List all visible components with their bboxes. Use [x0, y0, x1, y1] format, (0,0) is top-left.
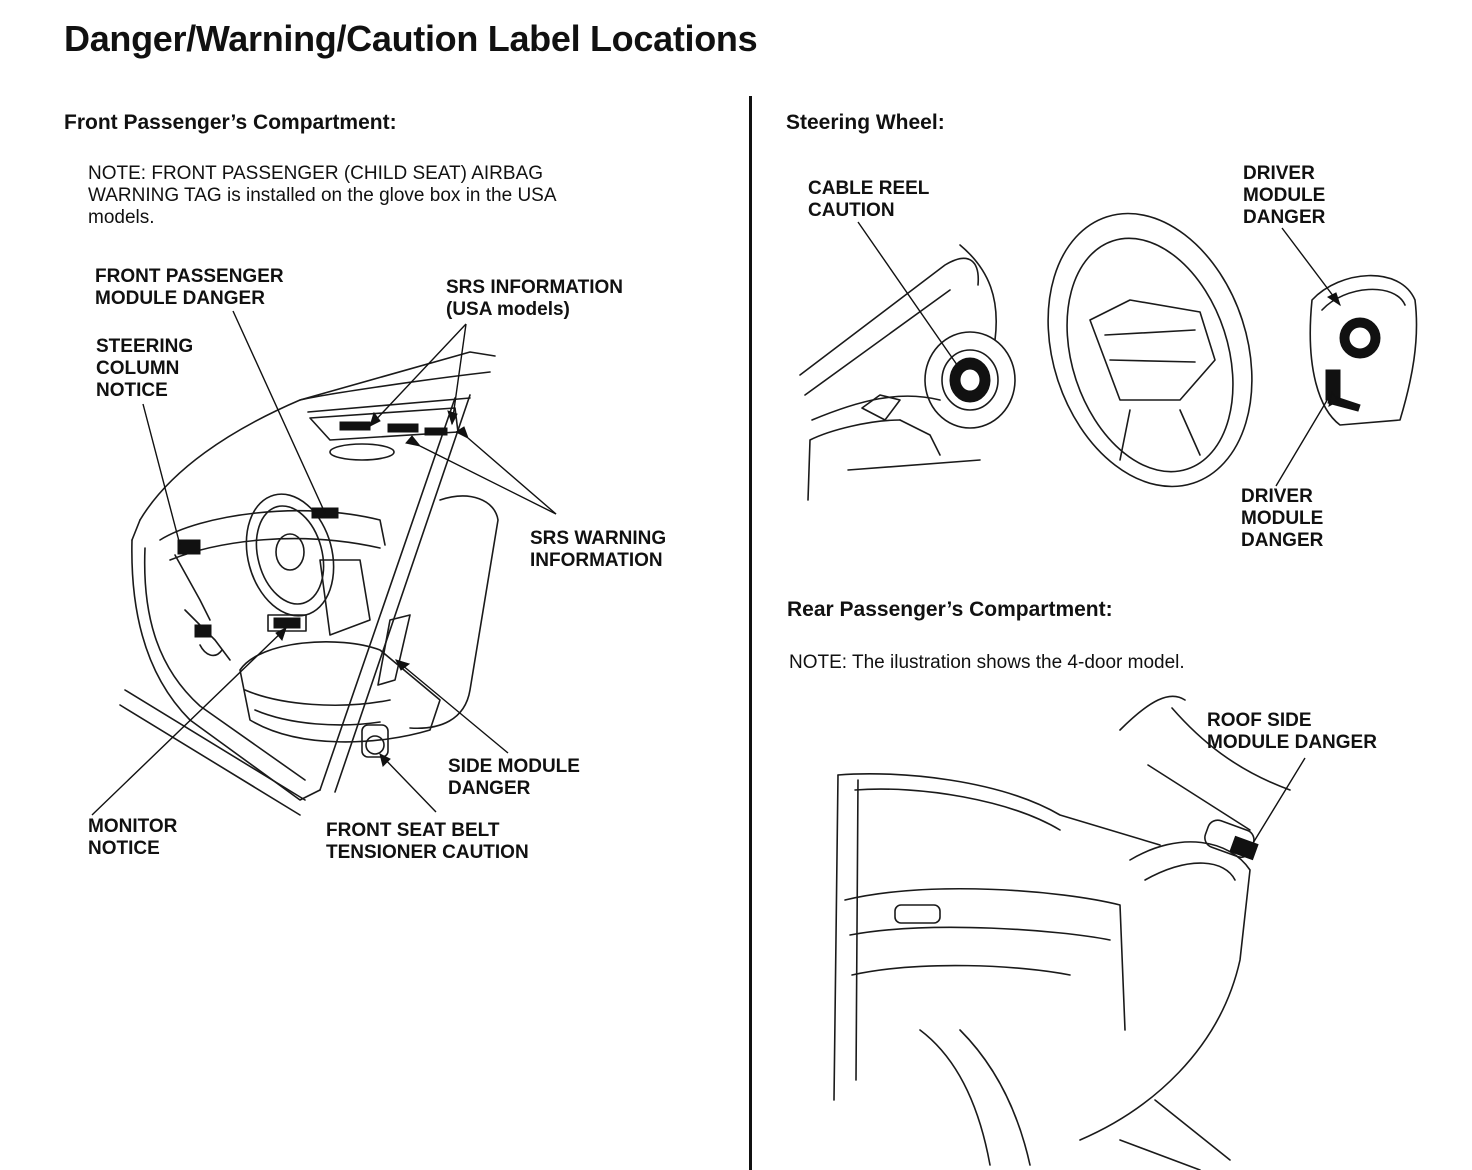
column-divider [749, 96, 752, 1170]
steering-wheel-leaders [857, 221, 1341, 487]
driver-airbag-module-illustration [1309, 274, 1418, 426]
callout-driver-module-danger-bottom: DRIVER MODULE DANGER [1241, 486, 1324, 551]
callout-roof-side-module-danger: ROOF SIDE MODULE DANGER [1207, 710, 1377, 753]
callout-srs-information: SRS INFORMATION (USA models) [446, 277, 623, 320]
rear-compartment-leaders [1249, 757, 1306, 849]
steering-column-illustration [799, 244, 1016, 501]
rear-compartment-illustration [833, 695, 1291, 1170]
front-compartment-note: NOTE: FRONT PASSENGER (CHILD SEAT) AIRBA… [88, 163, 557, 228]
steering-wheel-illustration [1047, 212, 1253, 488]
callout-driver-module-danger-top: DRIVER MODULE DANGER [1243, 163, 1326, 228]
front-compartment-heading: Front Passenger’s Compartment: [64, 111, 397, 134]
callout-side-module-danger: SIDE MODULE DANGER [448, 756, 580, 799]
front-compartment-illustration [119, 351, 499, 816]
rear-compartment-note: NOTE: The ilustration shows the 4-door m… [789, 652, 1185, 673]
callout-steering-column-notice: STEERING COLUMN NOTICE [96, 336, 194, 401]
page-title: Danger/Warning/Caution Label Locations [64, 18, 758, 59]
steering-wheel-heading: Steering Wheel: [786, 111, 945, 134]
callout-srs-warning-information: SRS WARNING INFORMATION [530, 528, 667, 571]
callout-cable-reel-caution: CABLE REEL CAUTION [808, 178, 930, 221]
callout-front-seat-belt-tensioner-caution: FRONT SEAT BELT TENSIONER CAUTION [326, 820, 529, 863]
rear-compartment-heading: Rear Passenger’s Compartment: [787, 598, 1113, 621]
callout-front-passenger-module-danger: FRONT PASSENGER MODULE DANGER [95, 266, 284, 309]
callout-monitor-notice: MONITOR NOTICE [88, 816, 178, 859]
